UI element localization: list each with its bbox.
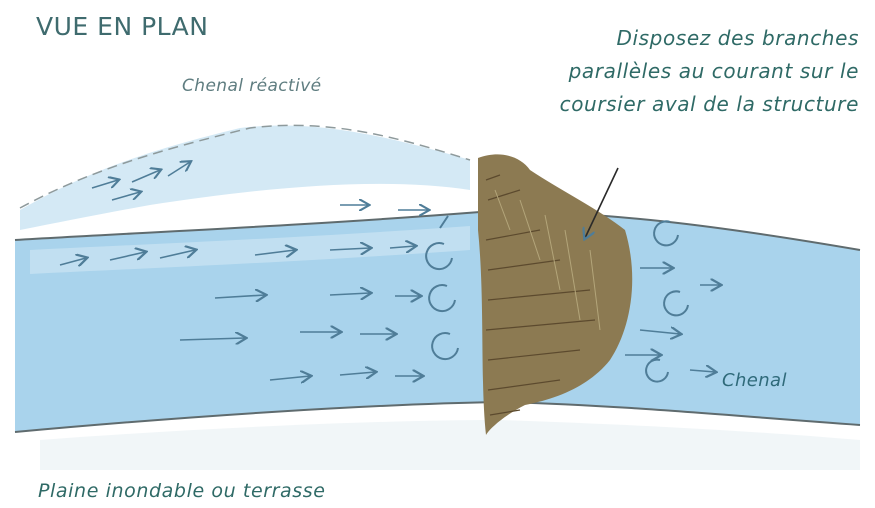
reactivated-channel-label: Chenal réactivé bbox=[182, 76, 322, 96]
channel-label: Chenal bbox=[722, 370, 787, 391]
view-title: VUE EN PLAN bbox=[36, 12, 208, 41]
instruction-line: coursier aval de la structure bbox=[560, 88, 859, 121]
instruction-line: parallèles au courant sur le bbox=[560, 55, 859, 88]
reactivated-channel bbox=[20, 126, 470, 230]
floodplain-shading bbox=[40, 420, 860, 470]
instruction-line: Disposez des branches bbox=[560, 22, 859, 55]
floodplain-label: Plaine inondable ou terrasse bbox=[38, 480, 326, 502]
instruction-note: Disposez des branches parallèles au cour… bbox=[560, 22, 859, 121]
